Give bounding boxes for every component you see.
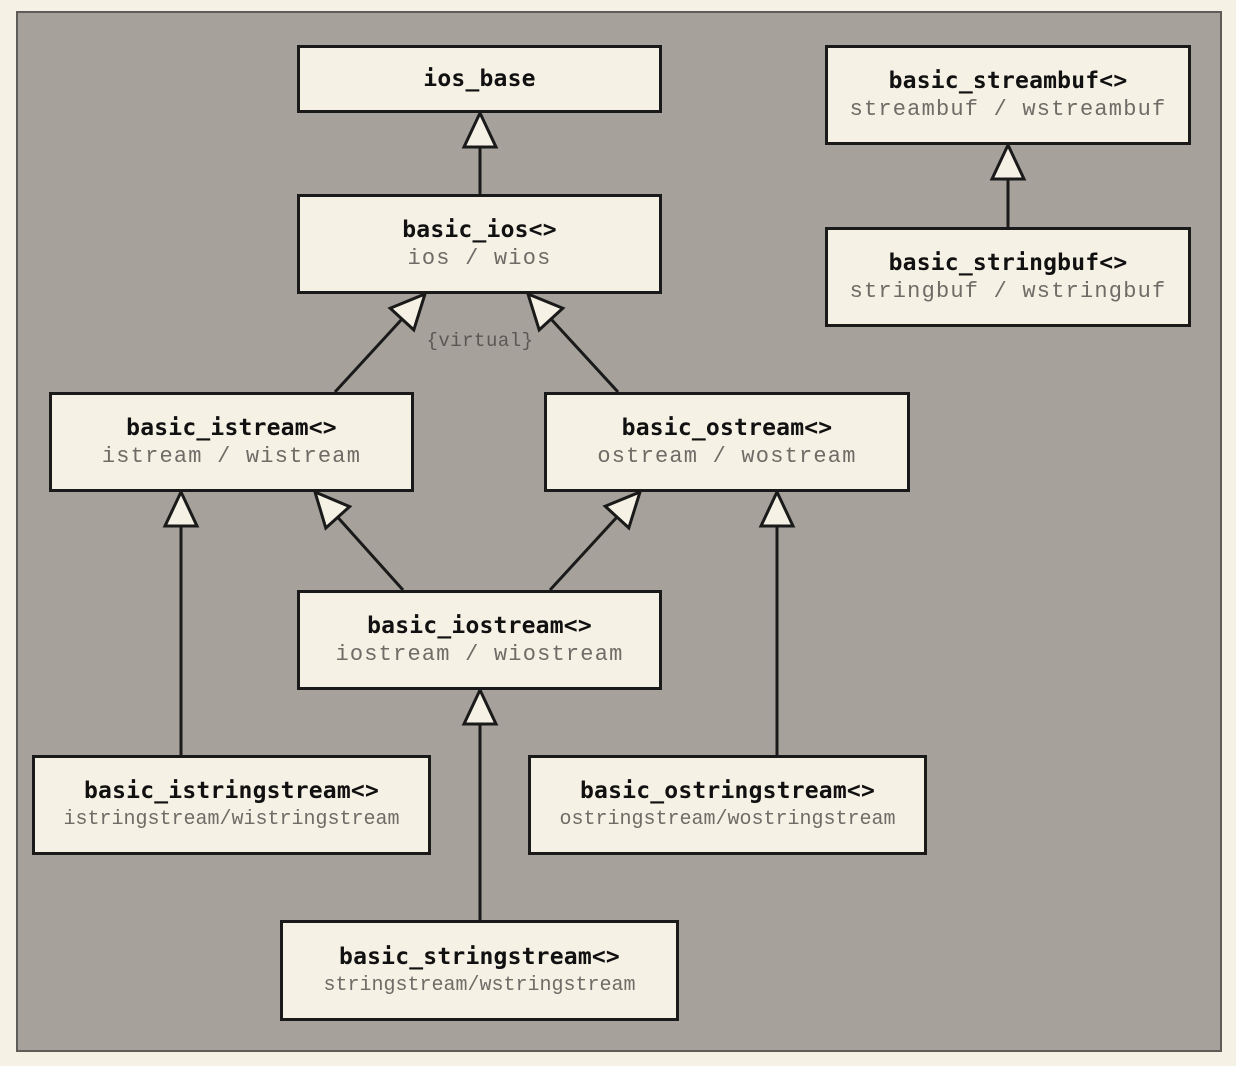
class-box-basic-stringbuf: basic_stringbuf<> stringbuf / wstringbuf	[825, 227, 1191, 327]
inheritance-line	[548, 516, 619, 592]
inheritance-arrowhead	[162, 488, 200, 528]
class-name: basic_streambuf<>	[888, 68, 1128, 94]
class-aliases: stringbuf / wstringbuf	[849, 279, 1167, 304]
class-name: basic_ostringstream<>	[580, 778, 875, 804]
class-box-basic-iostream: basic_iostream<> iostream / wiostream	[297, 590, 662, 690]
inheritance-arrowhead	[312, 489, 353, 531]
class-aliases: istringstream/wistringstream	[63, 808, 400, 831]
class-box-basic-istringstream: basic_istringstream<> istringstream/wist…	[32, 755, 431, 855]
class-name: basic_istringstream<>	[84, 778, 379, 804]
class-name: ios_base	[423, 65, 536, 92]
class-name: basic_iostream<>	[367, 613, 592, 639]
class-aliases: stringstream/wstringstream	[323, 973, 636, 997]
class-name: basic_istream<>	[126, 415, 337, 441]
class-box-ios-base: ios_base	[297, 45, 662, 113]
inheritance-arrowhead	[602, 489, 643, 531]
class-name: basic_ios<>	[402, 217, 557, 243]
inheritance-arrowhead	[387, 291, 428, 333]
class-aliases: ostringstream/wostringstream	[559, 808, 896, 831]
class-box-basic-stringstream: basic_stringstream<> stringstream/wstrin…	[280, 920, 679, 1021]
inheritance-arrowhead	[758, 488, 796, 528]
class-name: basic_stringbuf<>	[888, 250, 1128, 276]
class-aliases: ios / wios	[407, 246, 552, 271]
class-aliases: streambuf / wstreambuf	[849, 97, 1167, 122]
inheritance-arrowhead	[525, 291, 566, 333]
class-aliases: istream / wistream	[101, 444, 362, 469]
inheritance-line	[333, 318, 404, 394]
class-name: basic_ostream<>	[621, 415, 833, 441]
class-box-basic-ios: basic_ios<> ios / wios	[297, 194, 662, 294]
inheritance-line	[549, 318, 620, 394]
class-box-basic-istream: basic_istream<> istream / wistream	[49, 392, 414, 492]
class-box-basic-streambuf: basic_streambuf<> streambuf / wstreambuf	[825, 45, 1191, 145]
class-aliases: ostream / wostream	[597, 444, 857, 469]
class-box-basic-ostringstream: basic_ostringstream<> ostringstream/wost…	[528, 755, 927, 855]
inheritance-arrowhead	[989, 141, 1027, 181]
inheritance-arrowhead	[461, 109, 499, 149]
inheritance-arrowhead	[461, 686, 499, 726]
inheritance-line	[336, 516, 405, 592]
virtual-inheritance-label: {virtual}	[426, 330, 534, 352]
class-box-basic-ostream: basic_ostream<> ostream / wostream	[544, 392, 910, 492]
diagram-frame	[16, 11, 1222, 1052]
class-aliases: iostream / wiostream	[335, 642, 624, 667]
class-name: basic_stringstream<>	[339, 943, 620, 970]
